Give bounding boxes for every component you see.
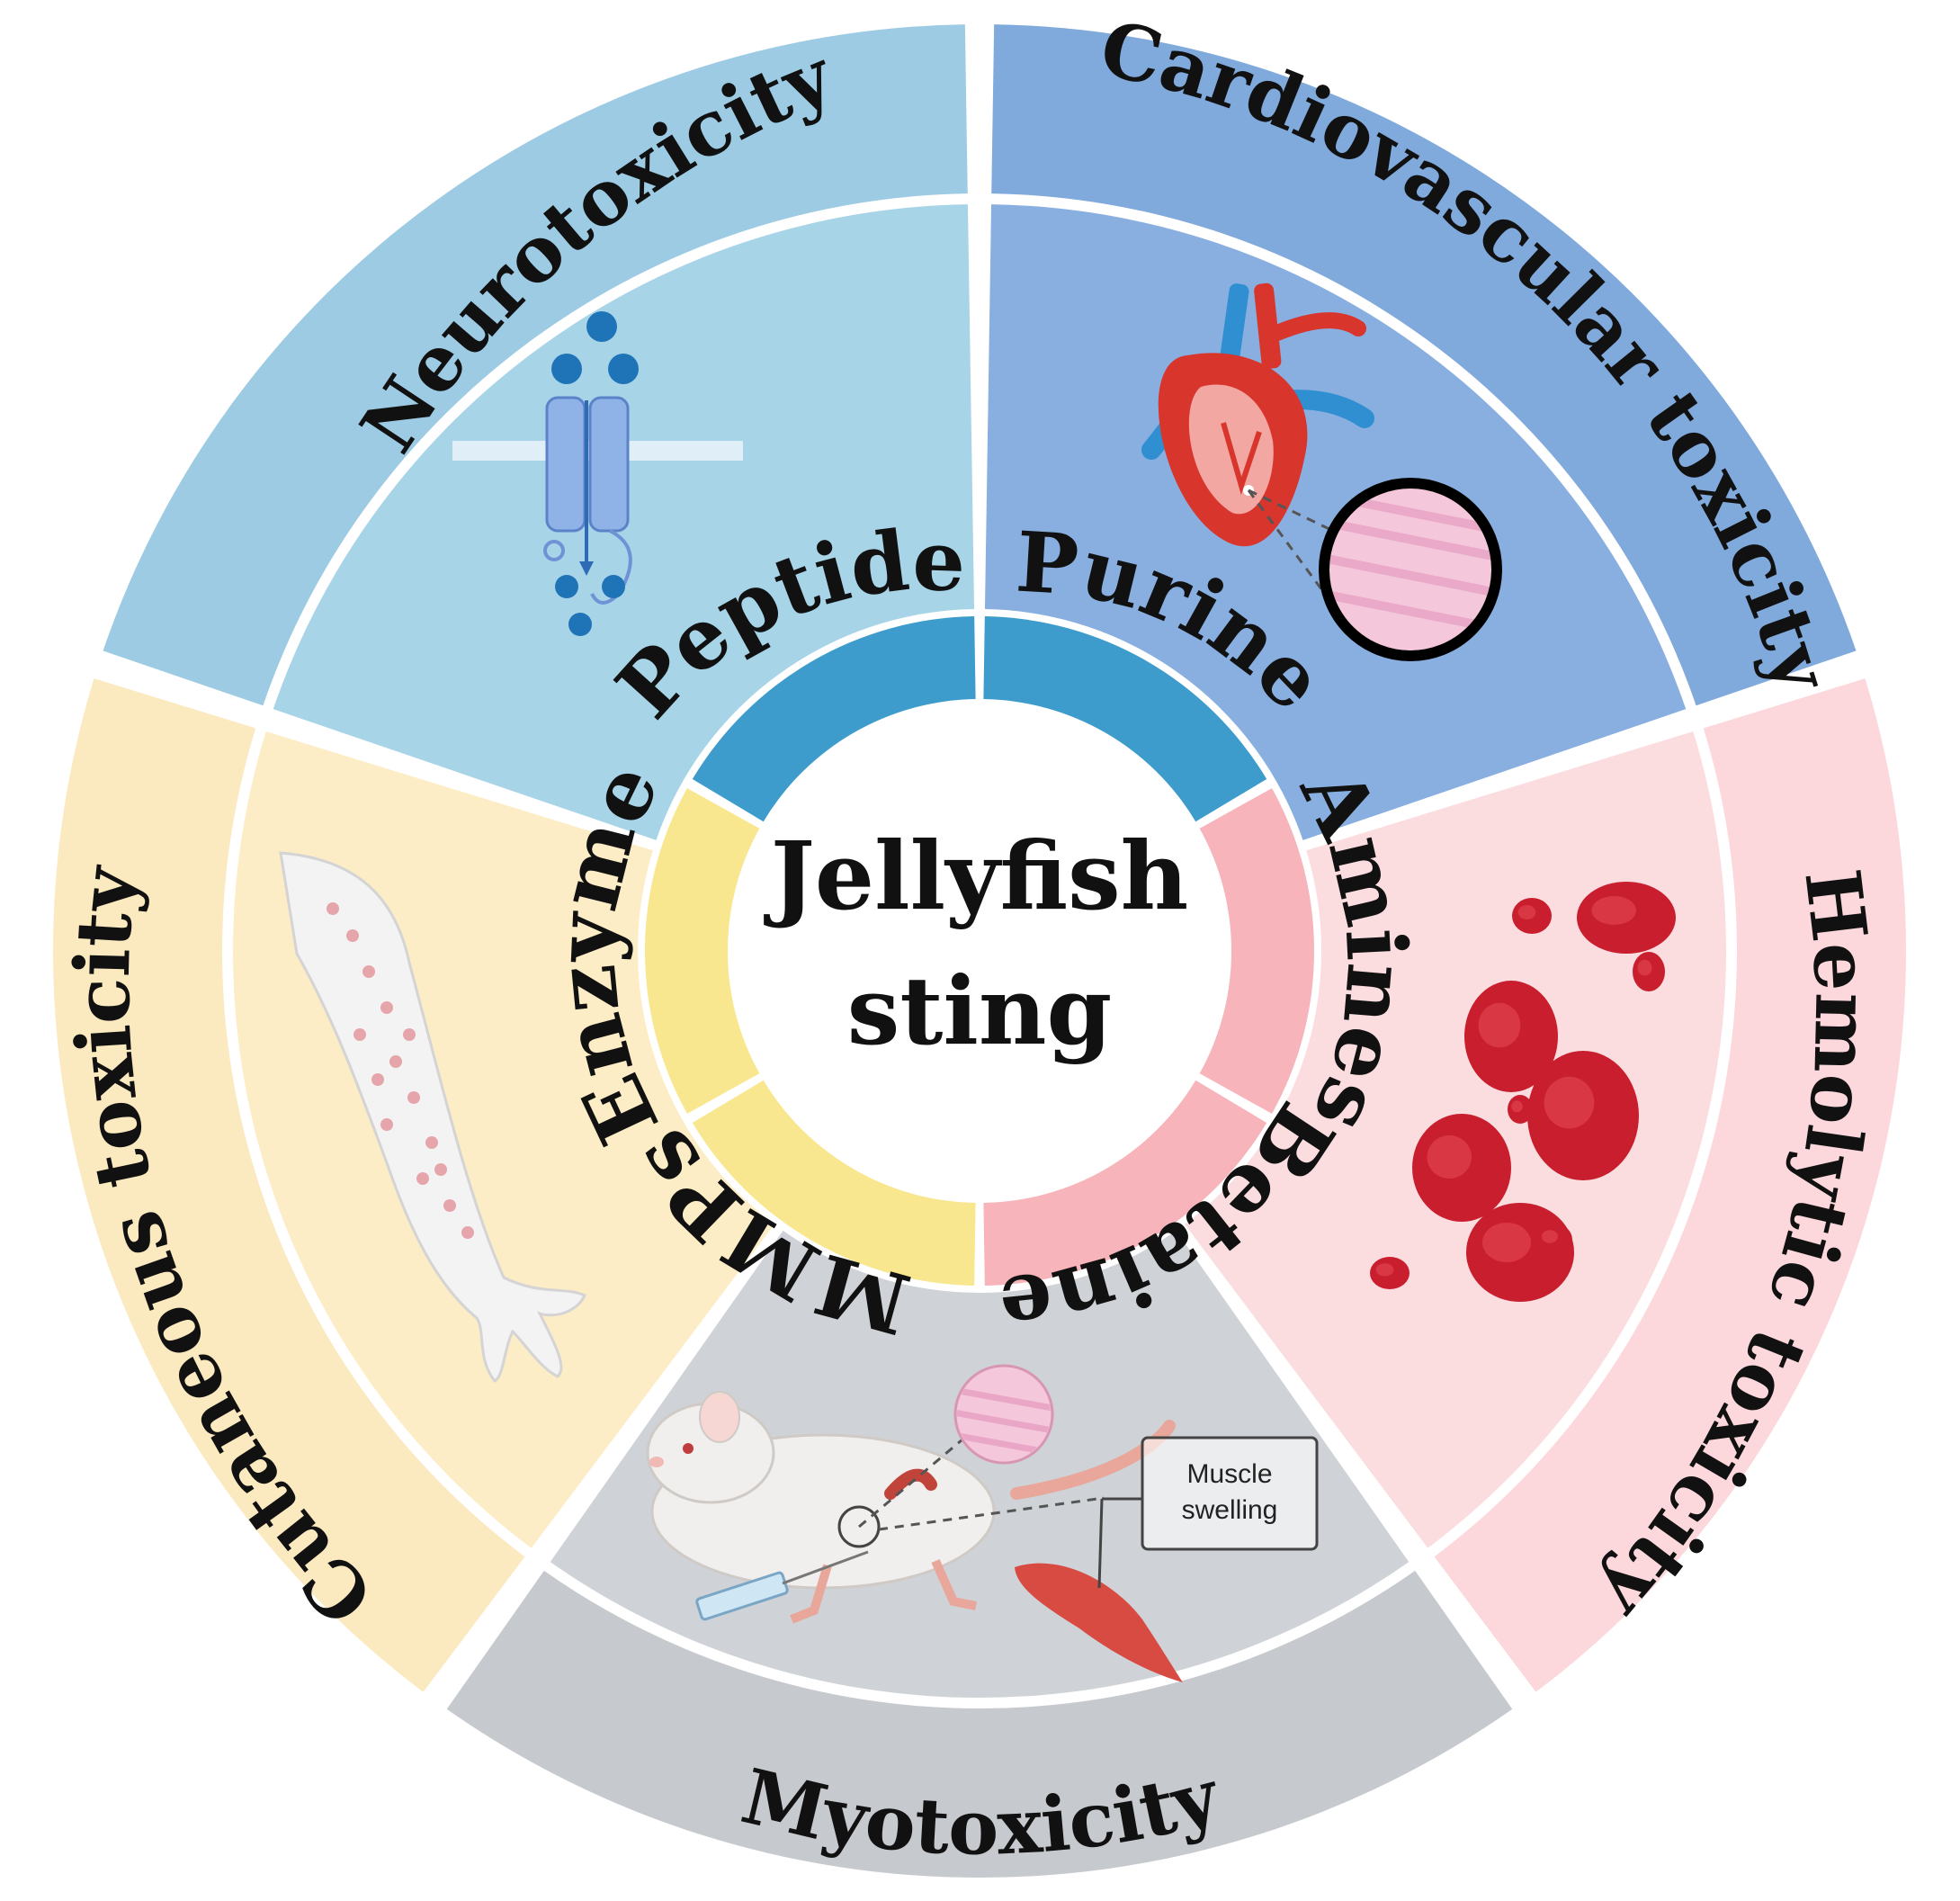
rash-spot [380,1001,393,1014]
red-blood-cell-highlight [1427,1135,1472,1179]
tissue-magnifier-icon [1247,478,1502,661]
tissue-magnifier-icon [858,1364,1054,1529]
rash-spot [380,1118,393,1131]
outer-band-cutaneous [53,678,525,1692]
red-blood-cells-icon [1370,882,1676,1302]
red-blood-cell-highlight [1637,959,1652,976]
inner-segment-mmps [692,1080,976,1286]
inner-segment-amines [1199,788,1314,1114]
red-blood-cell-highlight [1544,1076,1595,1129]
syringe-icon [695,1550,869,1621]
rash-spot [461,1226,474,1239]
inner-sectors [645,616,1314,1286]
rash-spot [389,1055,402,1068]
outer-band-hemo [1434,678,1906,1692]
rash-spot [371,1073,384,1086]
center-disk [729,701,1230,1201]
mouse-icon [646,1391,1176,1624]
rash-spot [403,1028,416,1041]
red-blood-cell-highlight [1478,1002,1521,1048]
rash-spot [346,929,359,942]
red-blood-cell-highlight [1591,896,1636,925]
red-blood-cell-highlight [1511,1100,1523,1113]
rash-spot [354,1028,366,1041]
rash-spot [443,1199,456,1212]
rash-spot [434,1163,447,1176]
inner-segment-enzyme [645,788,760,1114]
arm-rash-icon [279,851,587,1383]
outer-band-neuro [103,24,968,706]
callout-line1: Muscle [1186,1459,1272,1489]
rash-spot [407,1091,420,1104]
outer-band-myo [446,1570,1513,1878]
red-blood-cell-highlight [1542,1230,1558,1243]
inner-segment-betaine [983,1080,1267,1286]
red-blood-cell-highlight [1517,905,1536,919]
rash-spot [362,965,375,978]
ion-channel-icon [452,311,743,636]
rash-spot [416,1172,429,1185]
inner-segment-purine [983,616,1267,822]
rash-spot [425,1136,438,1149]
outer-band-cardio [991,24,1857,706]
heart-icon [1141,282,1374,547]
center-title-line1: Jellyfish [764,820,1189,931]
center-title-line2: sting [847,955,1112,1066]
rash-spot [327,902,339,915]
red-blood-cell-highlight [1482,1223,1531,1262]
muscle-icon [878,1436,1319,1682]
red-blood-cell-highlight [1375,1263,1394,1277]
inner-segment-peptide [692,616,976,822]
callout-line2: swelling [1182,1495,1278,1525]
